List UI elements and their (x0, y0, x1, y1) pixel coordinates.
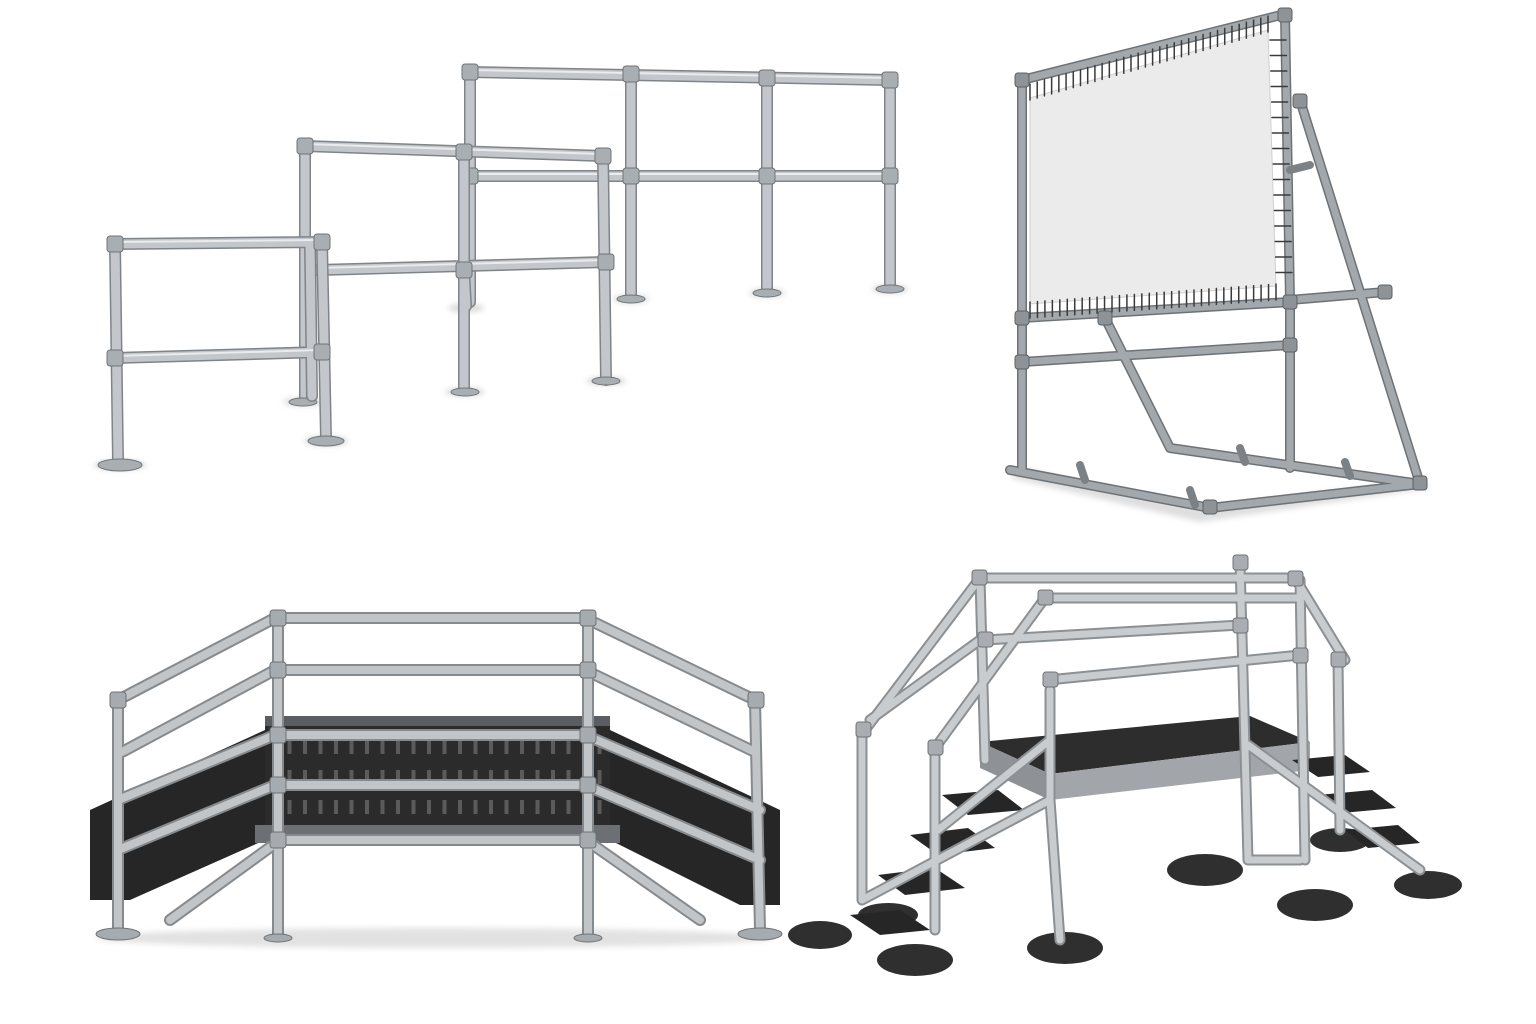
railing-front-fittings (97, 233, 345, 472)
grating-slot (365, 800, 369, 814)
grating-slot (566, 800, 571, 814)
railing-middle-fittings (288, 137, 621, 407)
grating-slot (520, 740, 524, 754)
grating-slot (504, 740, 509, 754)
grating-slot (427, 770, 431, 784)
grating-slot (396, 740, 400, 754)
grating-slot (334, 800, 338, 814)
railing-front-section (109, 236, 332, 468)
wide-platform-shadow (95, 928, 775, 948)
banner-frame-fittings (1014, 7, 1428, 515)
grating-slot (380, 800, 385, 814)
grating-slot (551, 740, 555, 754)
grating-slot (334, 770, 338, 784)
grating-slot (396, 800, 400, 814)
grating-slot (489, 740, 493, 754)
crossover-step-platform (788, 554, 1462, 976)
railing-sections (94, 63, 908, 472)
grating-slot (411, 770, 416, 784)
railing-floor-shadows (94, 285, 908, 470)
grating-slot (349, 800, 354, 814)
grating-slot (597, 800, 602, 814)
grating-slot (287, 740, 292, 754)
grating-slot (396, 770, 400, 784)
grating-slot (287, 800, 292, 814)
grating-slot (427, 740, 431, 754)
wide-grating-slots (272, 740, 602, 814)
crossover-fittings (855, 554, 1347, 756)
grating-slot (597, 770, 602, 784)
grating-slot (442, 770, 447, 784)
grating-slot (287, 770, 292, 784)
grating-slot (442, 740, 447, 754)
grating-slot (349, 770, 354, 784)
wide-step-platform (90, 609, 783, 948)
grating-slot (458, 770, 462, 784)
banner-ties (1029, 15, 1293, 319)
grating-slot (303, 770, 307, 784)
banner-frame (1005, 7, 1430, 522)
grating-slot (520, 770, 524, 784)
grating-slot (504, 770, 509, 784)
grating-slot (551, 770, 555, 784)
grating-slot (458, 800, 462, 814)
grating-slot (318, 770, 323, 784)
grating-slot (427, 800, 431, 814)
grating-slot (303, 800, 307, 814)
grating-slot (411, 740, 416, 754)
grating-slot (365, 770, 369, 784)
grating-slot (473, 800, 478, 814)
grating-slot (535, 800, 540, 814)
grating-slot (566, 740, 571, 754)
grating-slot (318, 740, 323, 754)
grating-slot (489, 770, 493, 784)
grating-slot (535, 740, 540, 754)
grating-slot (303, 740, 307, 754)
grating-slot (458, 740, 462, 754)
grating-slot (535, 770, 540, 784)
grating-slot (334, 740, 338, 754)
grating-slot (473, 740, 478, 754)
grating-slot (318, 800, 323, 814)
grating-slot (380, 770, 385, 784)
grating-slot (520, 800, 524, 814)
grating-slot (504, 800, 509, 814)
grating-slot (473, 770, 478, 784)
grating-slot (349, 740, 354, 754)
grating-slot (442, 800, 447, 814)
rubber-feet (788, 828, 1462, 976)
grating-slot (566, 770, 571, 784)
wide-platform-fittings (95, 609, 783, 943)
wide-platform-grating (90, 716, 780, 905)
grating-slot (411, 800, 416, 814)
crossover-steps-right (1292, 755, 1420, 848)
grating-slot (489, 800, 493, 814)
grating-slot (380, 740, 385, 754)
grating-slot (551, 800, 555, 814)
grating-slot (365, 740, 369, 754)
